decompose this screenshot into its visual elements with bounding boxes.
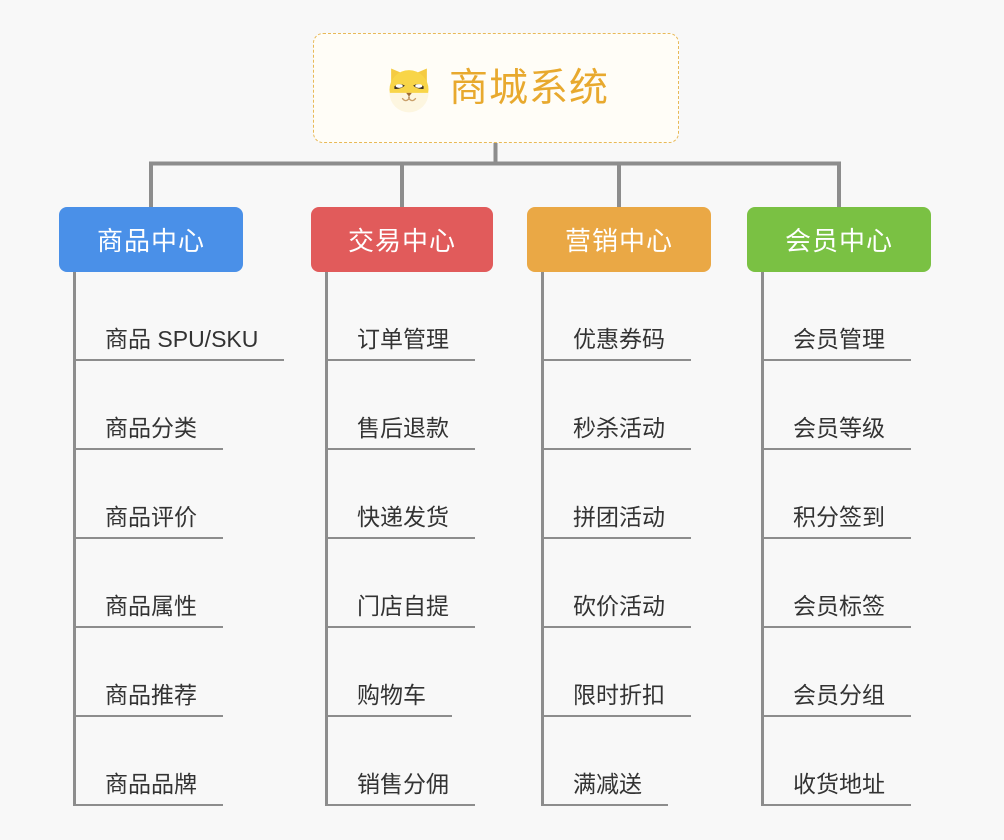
leaf-list-1: 订单管理 售后退款 快递发货 门店自提 购物车 销售分佣 xyxy=(311,272,493,806)
leaf-underline: 砍价活动 xyxy=(541,593,691,628)
leaf-label: 售后退款 xyxy=(357,414,449,441)
leaf-label: 秒杀活动 xyxy=(573,414,665,441)
leaf-label: 商品 SPU/SKU xyxy=(105,325,259,352)
leaf-item[interactable]: 商品品牌 xyxy=(59,717,243,806)
leaf-underline: 积分签到 xyxy=(761,504,911,539)
category-header-label: 会员中心 xyxy=(784,226,893,256)
shiba-dog-face-icon xyxy=(389,68,429,113)
leaf-label: 拼团活动 xyxy=(573,503,665,530)
leaf-item[interactable]: 拼团活动 xyxy=(527,450,711,539)
category-column-2: 营销中心 优惠券码 秒杀活动 拼团活动 砍价活动 限时折扣 满减送 xyxy=(527,207,711,806)
leaf-label: 会员管理 xyxy=(793,325,885,352)
root-title: 商城系统 xyxy=(448,66,609,110)
leaf-item[interactable]: 会员分组 xyxy=(747,628,931,717)
leaf-label: 购物车 xyxy=(357,681,426,708)
leaf-label: 会员等级 xyxy=(793,414,885,441)
leaf-underline: 售后退款 xyxy=(325,415,475,450)
leaf-item[interactable]: 购物车 xyxy=(311,628,493,717)
category-header-label: 商品中心 xyxy=(96,226,205,256)
leaf-item[interactable]: 商品属性 xyxy=(59,539,243,628)
leaf-item[interactable]: 门店自提 xyxy=(311,539,493,628)
leaf-item[interactable]: 砍价活动 xyxy=(527,539,711,628)
leaf-underline: 会员标签 xyxy=(761,593,911,628)
leaf-item[interactable]: 会员管理 xyxy=(747,272,931,361)
leaf-underline: 会员分组 xyxy=(761,682,911,717)
leaf-item[interactable]: 商品分类 xyxy=(59,361,243,450)
leaf-underline: 秒杀活动 xyxy=(541,415,691,450)
leaf-label: 商品评价 xyxy=(105,503,197,530)
leaf-item[interactable]: 订单管理 xyxy=(311,272,493,361)
leaf-underline: 购物车 xyxy=(325,682,452,717)
leaf-item[interactable]: 商品评价 xyxy=(59,450,243,539)
category-header-0[interactable]: 商品中心 xyxy=(59,207,243,272)
leaf-underline: 订单管理 xyxy=(325,326,475,361)
leaf-label: 会员标签 xyxy=(793,592,885,619)
leaf-item[interactable]: 秒杀活动 xyxy=(527,361,711,450)
leaf-underline: 拼团活动 xyxy=(541,504,691,539)
leaf-spine xyxy=(541,272,544,806)
leaf-spine xyxy=(325,272,328,806)
leaf-label: 积分签到 xyxy=(793,503,885,530)
leaf-underline: 会员管理 xyxy=(761,326,911,361)
leaf-list-0: 商品 SPU/SKU 商品分类 商品评价 商品属性 商品推荐 商品品牌 xyxy=(59,272,285,806)
leaf-label: 收货地址 xyxy=(793,770,885,797)
leaf-underline: 收货地址 xyxy=(761,771,911,806)
leaf-underline: 会员等级 xyxy=(761,415,911,450)
leaf-label: 快递发货 xyxy=(357,503,449,530)
category-header-label: 交易中心 xyxy=(347,226,456,256)
leaf-item[interactable]: 积分签到 xyxy=(747,450,931,539)
leaf-underline: 优惠券码 xyxy=(541,326,691,361)
leaf-label: 会员分组 xyxy=(793,681,885,708)
leaf-underline: 商品 SPU/SKU xyxy=(73,325,285,361)
leaf-label: 销售分佣 xyxy=(357,770,449,797)
leaf-label: 满减送 xyxy=(573,770,642,797)
leaf-label: 商品品牌 xyxy=(105,770,197,797)
leaf-item[interactable]: 售后退款 xyxy=(311,361,493,450)
category-column-0: 商品中心 商品 SPU/SKU 商品分类 商品评价 商品属性 商品推荐 商品品牌 xyxy=(59,207,285,806)
leaf-underline: 商品评价 xyxy=(73,504,223,539)
category-header-1[interactable]: 交易中心 xyxy=(311,207,493,272)
leaf-underline: 商品品牌 xyxy=(73,771,223,806)
leaf-label: 订单管理 xyxy=(357,325,449,352)
leaf-label: 商品分类 xyxy=(105,414,197,441)
leaf-item[interactable]: 销售分佣 xyxy=(311,717,493,806)
leaf-label: 砍价活动 xyxy=(573,592,665,619)
leaf-item[interactable]: 优惠券码 xyxy=(527,272,711,361)
leaf-underline: 商品分类 xyxy=(73,415,223,450)
leaf-item[interactable]: 限时折扣 xyxy=(527,628,711,717)
leaf-item[interactable]: 满减送 xyxy=(527,717,711,806)
category-header-2[interactable]: 营销中心 xyxy=(527,207,711,272)
leaf-label: 限时折扣 xyxy=(573,681,665,708)
leaf-underline: 商品推荐 xyxy=(73,682,223,717)
category-column-1: 交易中心 订单管理 售后退款 快递发货 门店自提 购物车 销售分佣 xyxy=(311,207,493,806)
leaf-list-3: 会员管理 会员等级 积分签到 会员标签 会员分组 收货地址 xyxy=(747,272,931,806)
leaf-spine xyxy=(73,272,76,806)
leaf-label: 商品属性 xyxy=(105,592,197,619)
leaf-item[interactable]: 会员等级 xyxy=(747,361,931,450)
leaf-underline: 限时折扣 xyxy=(541,682,691,717)
leaf-underline: 快递发货 xyxy=(325,504,475,539)
leaf-spine xyxy=(761,272,764,806)
leaf-item[interactable]: 商品 SPU/SKU xyxy=(59,272,285,361)
leaf-underline: 满减送 xyxy=(541,771,668,806)
leaf-list-2: 优惠券码 秒杀活动 拼团活动 砍价活动 限时折扣 满减送 xyxy=(527,272,711,806)
category-column-3: 会员中心 会员管理 会员等级 积分签到 会员标签 会员分组 收货地址 xyxy=(747,207,931,806)
leaf-item[interactable]: 会员标签 xyxy=(747,539,931,628)
leaf-underline: 门店自提 xyxy=(325,593,475,628)
root-node[interactable]: 商城系统 xyxy=(313,33,679,143)
leaf-label: 门店自提 xyxy=(357,592,449,619)
leaf-label: 优惠券码 xyxy=(573,325,665,352)
leaf-item[interactable]: 快递发货 xyxy=(311,450,493,539)
category-header-3[interactable]: 会员中心 xyxy=(747,207,931,272)
leaf-label: 商品推荐 xyxy=(105,681,197,708)
leaf-underline: 销售分佣 xyxy=(325,771,475,806)
category-header-label: 营销中心 xyxy=(564,226,673,256)
leaf-item[interactable]: 商品推荐 xyxy=(59,628,243,717)
leaf-underline: 商品属性 xyxy=(73,593,223,628)
leaf-item[interactable]: 收货地址 xyxy=(747,717,931,806)
